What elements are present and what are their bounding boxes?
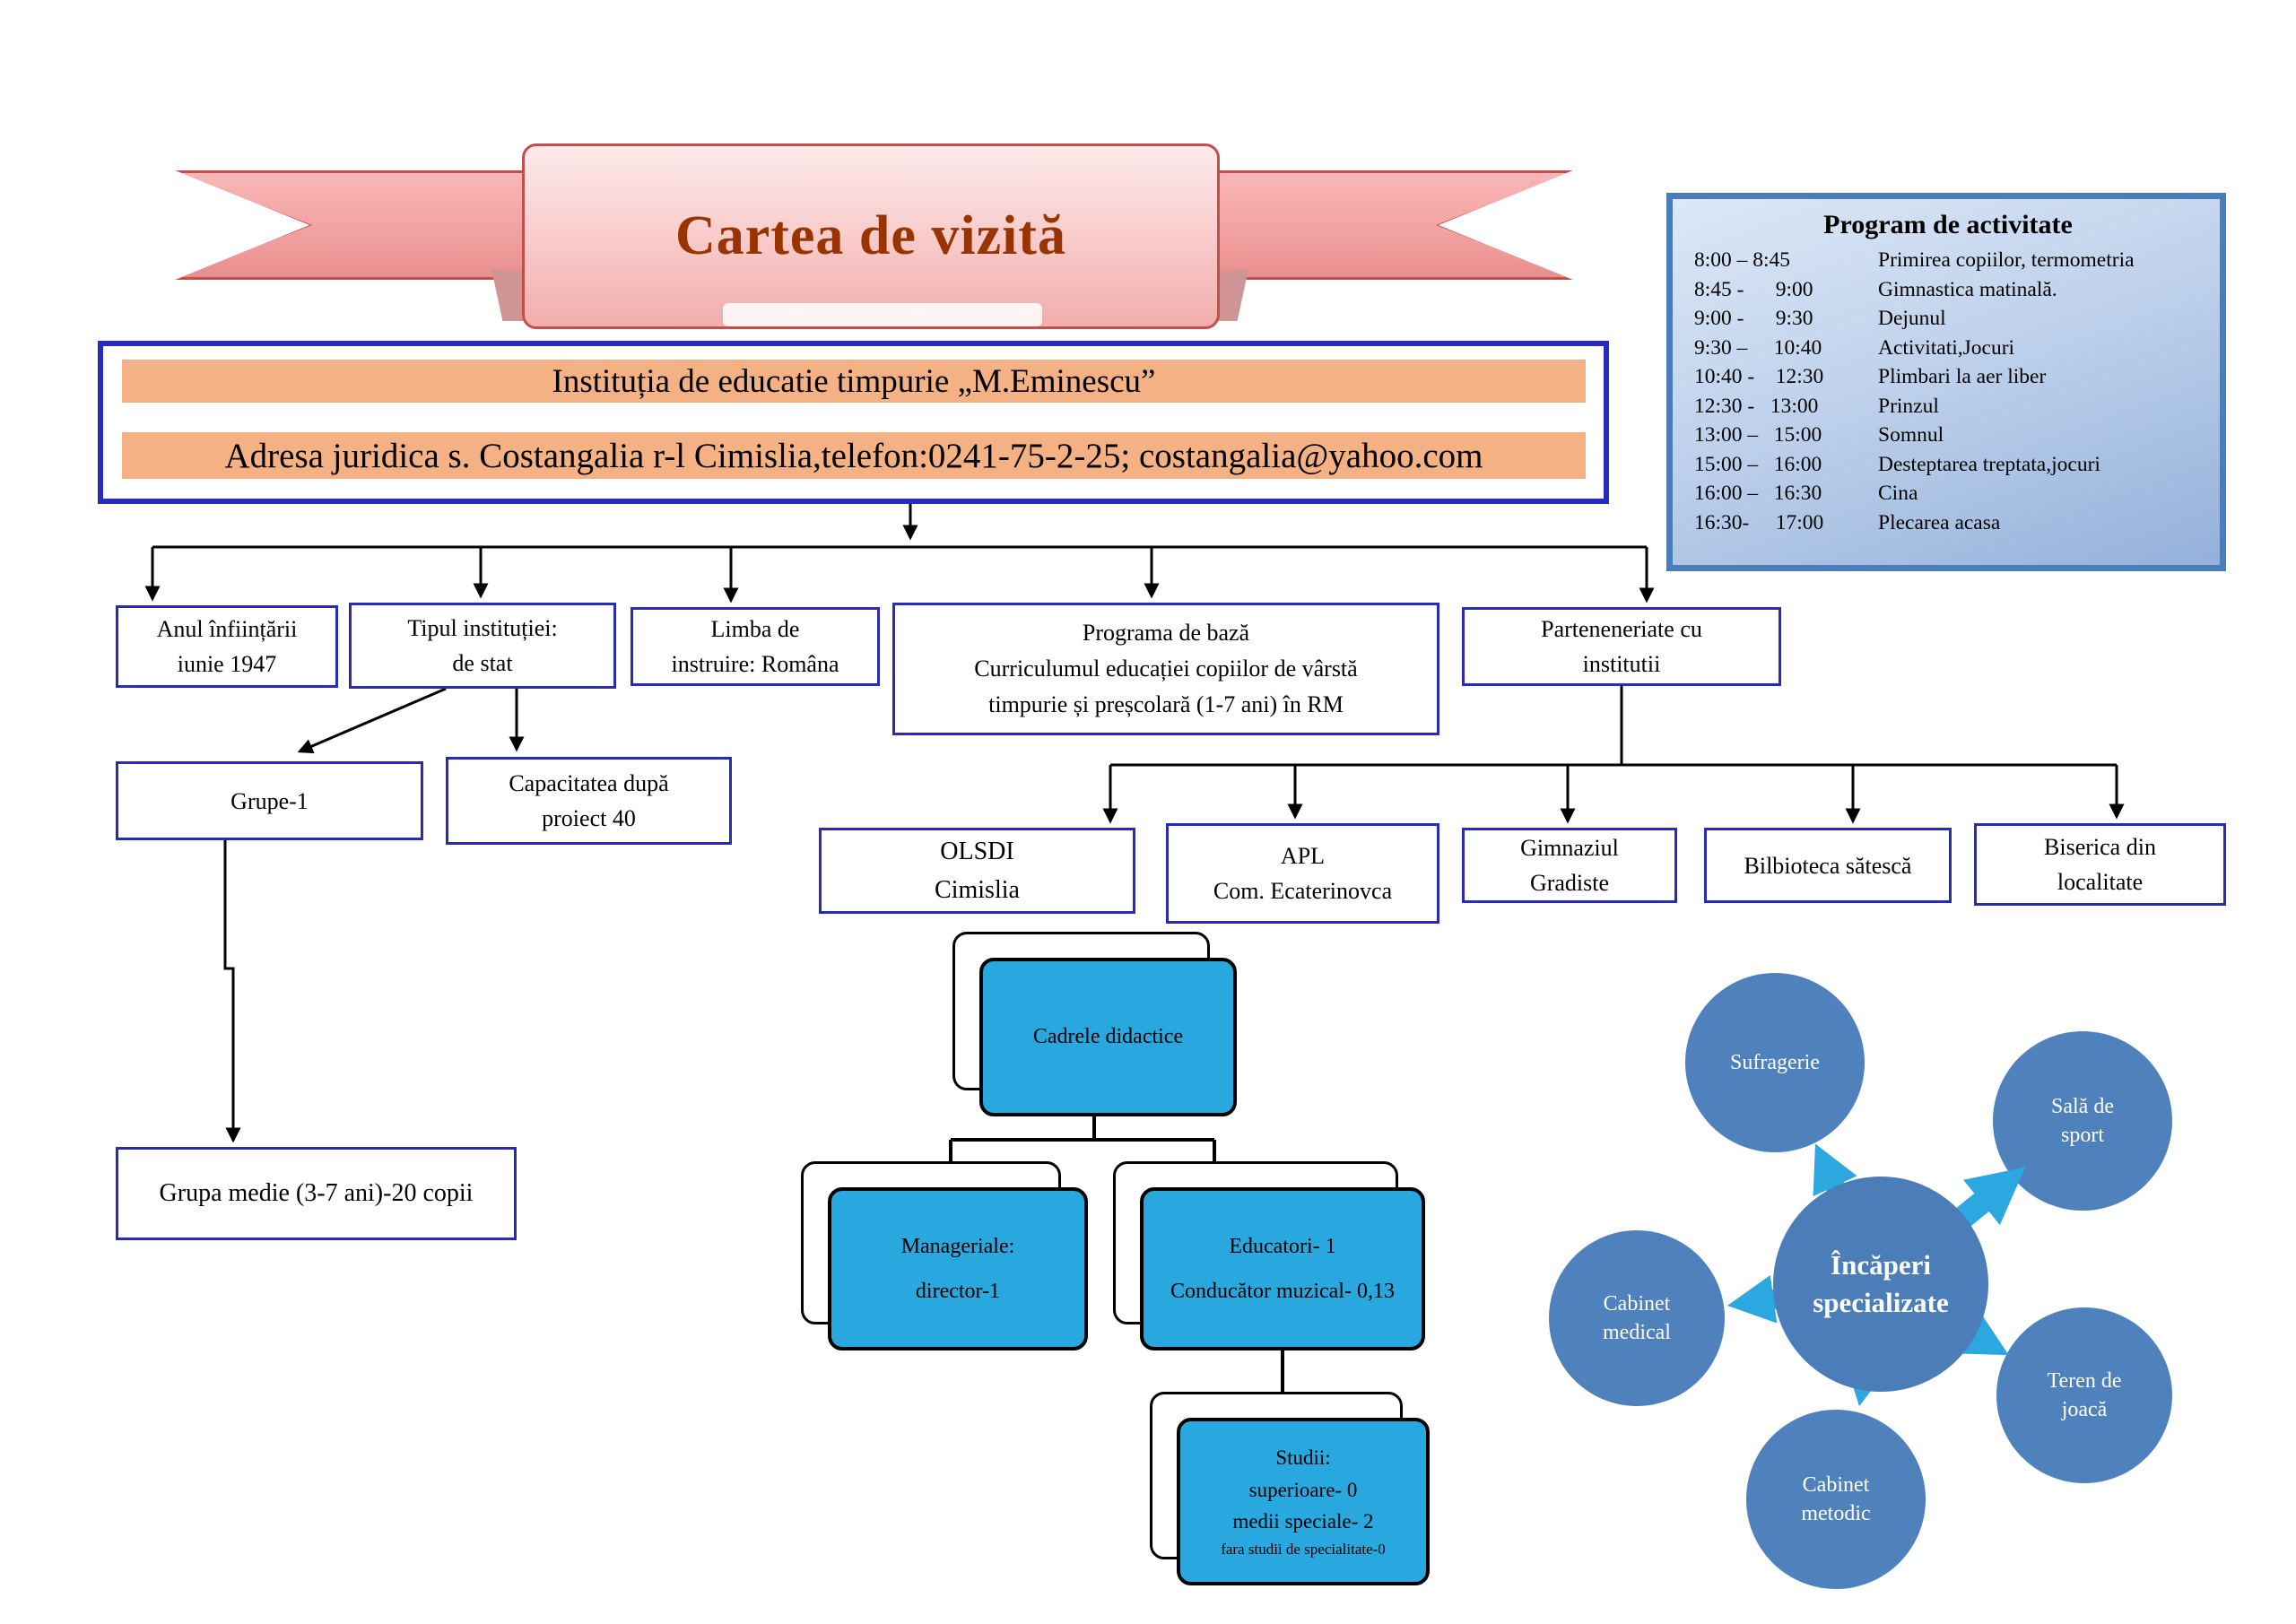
program-time: 9:00 - 9:30 — [1694, 307, 1813, 330]
ribbon-bottom-highlight — [723, 303, 1042, 326]
program-title: Program de activitate — [1823, 210, 2073, 239]
circle-incaperi-specializate: Încăperi specializate — [1773, 1177, 1988, 1392]
program-activity: Gimnastica matinală. — [1878, 277, 2057, 301]
program-row: 16:30- 17:00 Plecarea acasa — [1694, 508, 2202, 538]
program-row: 9:00 - 9:30 Dejunul — [1694, 304, 2202, 334]
program-row: 16:00 – 16:30 Cina — [1694, 479, 2202, 508]
box-parteneriate: Parteneneriate cu institutii — [1462, 607, 1781, 686]
circle-teren-de-joaca: Teren de joacă — [1996, 1307, 2172, 1483]
stack-studii: Studii: superioare- 0 medii speciale- 2 … — [1150, 1392, 1430, 1585]
institution-address: Adresa juridica s. Costangalia r-l Cimis… — [122, 432, 1586, 479]
box-programa-de-baza: Programa de bază Curriculumul educației … — [892, 603, 1439, 735]
ribbon-center-panel: Cartea de vizită — [522, 143, 1220, 329]
circle-sala-de-sport: Sală de sport — [1993, 1031, 2172, 1211]
circle-cabinet-metodic: Cabinet metodic — [1746, 1410, 1926, 1589]
box-partner-biserica: Biserica din localitate — [1974, 823, 2226, 906]
box-partner-apl: APL Com. Ecaterinovca — [1166, 823, 1439, 924]
studii-text: Studii: superioare- 0 medii speciale- 2 — [1232, 1446, 1374, 1533]
stack-cadrele-didactice: Cadrele didactice — [952, 932, 1237, 1116]
banner-title: Cartea de vizită — [674, 205, 1067, 266]
program-activity: Plimbari la aer liber — [1878, 365, 2047, 388]
box-grupa-medie: Grupa medie (3-7 ani)-20 copii — [116, 1147, 517, 1240]
program-activity: Somnul — [1878, 423, 1944, 447]
program-row: 15:00 – 16:00 Desteptarea treptata,jocuri — [1694, 450, 2202, 480]
box-capacitatea: Capacitatea după proiect 40 — [446, 757, 732, 845]
institution-name: Instituția de educatie timpurie „M.Emine… — [122, 360, 1586, 403]
ribbon-left-wing-fill — [178, 173, 549, 277]
program-activity: Plecarea acasa — [1878, 510, 2001, 534]
program-row: 13:00 – 15:00 Somnul — [1694, 421, 2202, 450]
box-partner-biblioteca: Bilbioteca sătescă — [1704, 828, 1952, 903]
stack-educatori-front: Educatori- 1 Conducător muzical- 0,13 — [1140, 1187, 1425, 1350]
box-partner-gimnaziul: Gimnaziul Gradiste — [1462, 828, 1677, 903]
program-time: 8:00 – 8:45 — [1694, 248, 1791, 272]
program-time: 16:30- 17:00 — [1694, 510, 1824, 534]
program-time: 13:00 – 15:00 — [1694, 423, 1822, 447]
program-activity: Dejunul — [1878, 307, 1946, 330]
program-row: 12:30 - 13:00 Prinzul — [1694, 392, 2202, 421]
program-activity: Primirea copiilor, termometria — [1878, 248, 2135, 272]
stack-manageriale: Manageriale: director-1 — [801, 1161, 1088, 1350]
box-limba-instruire: Limba de instruire: Româna — [631, 607, 880, 686]
program-activity: Cina — [1878, 482, 1918, 505]
ribbon-left-wing — [175, 170, 552, 280]
circle-cabinet-medical: Cabinet medical — [1549, 1230, 1725, 1406]
program-row: 8:45 - 9:00 Gimnastica matinală. — [1694, 275, 2202, 305]
program-row: 9:30 – 10:40 Activitati,Jocuri — [1694, 334, 2202, 363]
stack-educatori: Educatori- 1 Conducător muzical- 0,13 — [1113, 1161, 1425, 1350]
program-activity: Prinzul — [1878, 394, 1939, 418]
box-anul-infiintarii: Anul înființării iunie 1947 — [116, 605, 338, 688]
studii-small-text: fara studii de specialitate-0 — [1221, 1540, 1386, 1558]
program-row: 8:00 – 8:45 Primirea copiilor, termometri… — [1694, 246, 2202, 275]
stack-manageriale-front: Manageriale: director-1 — [828, 1187, 1088, 1350]
box-partner-olsdi: OLSDI Cimislia — [819, 828, 1135, 914]
circle-sufragerie: Sufragerie — [1685, 973, 1865, 1152]
program-time: 12:30 - 13:00 — [1694, 394, 1819, 418]
ribbon-right-wing-fill — [1205, 173, 1570, 277]
program-row: 10:40 - 12:30 Plimbari la aer liber — [1694, 362, 2202, 392]
stack-studii-front: Studii: superioare- 0 medii speciale- 2 … — [1177, 1418, 1430, 1585]
program-time: 16:00 – 16:30 — [1694, 482, 1822, 505]
stack-cadrele-front: Cadrele didactice — [979, 958, 1237, 1116]
program-time: 8:45 - 9:00 — [1694, 277, 1813, 301]
program-box: Program de activitate 8:00 – 8:45 Primire… — [1666, 193, 2226, 571]
program-activity: Desteptarea treptata,jocuri — [1878, 452, 2100, 476]
program-time: 9:30 – 10:40 — [1694, 335, 1822, 360]
program-time: 15:00 – 16:00 — [1694, 452, 1822, 476]
institution-frame: Instituția de educatie timpurie „M.Emine… — [98, 341, 1609, 504]
box-grupe: Grupe-1 — [116, 761, 423, 840]
program-time: 10:40 - 12:30 — [1694, 365, 1824, 388]
program-activity: Activitati,Jocuri — [1878, 335, 2015, 360]
ribbon-right-wing — [1202, 170, 1573, 280]
box-tipul-institutiei: Tipul instituției: de stat — [349, 603, 616, 689]
